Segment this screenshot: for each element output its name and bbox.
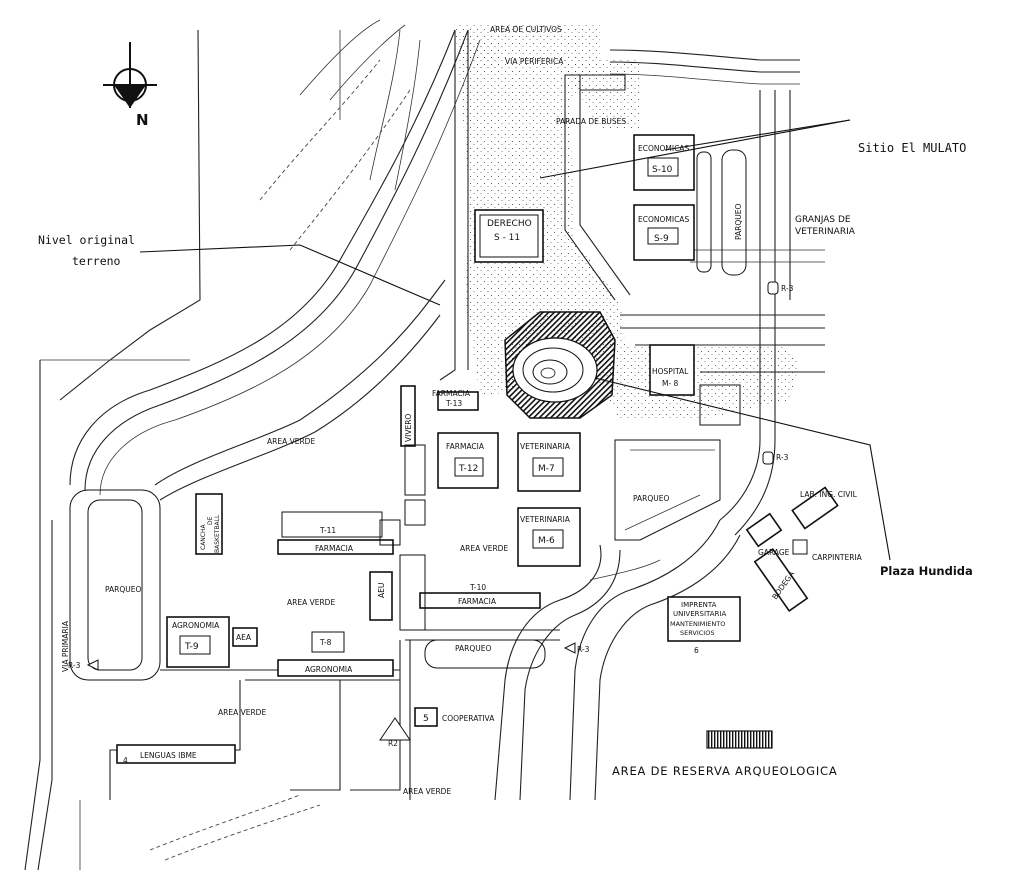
t11-code: T-11 xyxy=(319,526,336,535)
cancha-label-3: BASKETBALL xyxy=(214,514,221,553)
top-labels: AREA DE CULTIVOS VIA PERIFERICA PARADA D… xyxy=(61,25,626,672)
vet-m7-code: M-7 xyxy=(538,464,555,474)
area-verde-1: AREA VERDE xyxy=(267,437,315,446)
imprenta-line1: IMPRENTA xyxy=(681,601,717,609)
leader-lines xyxy=(139,119,891,561)
lenguas-label: LENGUAS IBME xyxy=(140,751,197,760)
econ2-name: ECONOMICAS xyxy=(638,215,689,224)
granjas-label-line1: GRANJAS DE xyxy=(795,215,851,225)
parking-lots xyxy=(69,149,747,681)
imprenta-line3: MANTENIMIENTO xyxy=(670,620,725,628)
road-markers xyxy=(86,281,779,741)
r3-label-d: R-3 xyxy=(68,661,81,670)
area-labels: AREA VERDE AREA VERDE AREA VERDE AREA VE… xyxy=(105,203,743,796)
north-label: N xyxy=(136,111,149,129)
hatch-swatch-icon xyxy=(706,730,773,749)
econ2-code: S-9 xyxy=(654,234,669,244)
legend: AREA DE RESERVA ARQUEOLOGICA xyxy=(612,730,838,778)
area-verde-3: AREA VERDE xyxy=(287,598,335,607)
farmacia-t12-name: FARMACIA xyxy=(446,442,485,451)
vet-m7-name: VETERINARIA xyxy=(520,442,571,451)
imprenta-num: 6 xyxy=(694,646,699,655)
road-labels: R-3 R-3 R-3 R-3 R2 xyxy=(68,284,794,748)
vivero-label: VIVERO xyxy=(404,414,413,442)
aeu-label: AEU xyxy=(377,583,386,598)
north-arrow-icon: N xyxy=(103,42,157,129)
imprenta-line2: UNIVERSITARIA xyxy=(673,610,726,618)
derecho-code: S - 11 xyxy=(494,233,520,243)
vet-m6-code: M-6 xyxy=(538,536,555,546)
agro-t9-name: AGRONOMIA xyxy=(172,621,220,630)
area-verde-2: AREA VERDE xyxy=(460,544,508,553)
derecho-name: DERECHO xyxy=(487,219,532,229)
lab-label: LAB. ING. CIVIL xyxy=(800,490,858,499)
econ1-name: ECONOMICAS xyxy=(638,144,689,153)
farmacia-t12-code: T-12 xyxy=(458,464,478,474)
agro-t9-code: T-9 xyxy=(184,642,199,652)
hospital-name: HOSPITAL xyxy=(652,367,689,376)
via-primaria-label: VIA PRIMARIA xyxy=(61,620,70,672)
lenguas-num: 4 xyxy=(123,756,128,765)
granjas-label-line2: VETERINARIA xyxy=(795,227,856,237)
farmacia-t13-code: T-13 xyxy=(445,399,462,408)
building-labels: DERECHO S - 11 ECONOMICAS S-10 ECONOMICA… xyxy=(123,144,863,765)
parada-label: PARADA DE BUSES xyxy=(556,117,626,126)
via-periferica-label: VIA PERIFERICA xyxy=(505,57,564,66)
annotations: Sitio El MULATO Nivel original terreno P… xyxy=(38,141,973,578)
cancha-label-2: DE xyxy=(207,516,214,525)
coop-label: COOPERATIVA xyxy=(442,714,495,723)
t11-name: FARMACIA xyxy=(315,544,354,553)
sitio-label: Sitio El MULATO xyxy=(858,141,966,155)
plaza-label: Plaza Hundida xyxy=(880,564,973,578)
t10-code: T-10 xyxy=(469,583,486,592)
t10-name: FARMACIA xyxy=(458,597,497,606)
r3-label-c: R-3 xyxy=(577,645,590,654)
hospital-code: M- 8 xyxy=(662,379,679,388)
aea-label: AEA xyxy=(236,633,252,642)
econ1-code: S-10 xyxy=(652,165,673,175)
cancha-label-1: CANCHA xyxy=(200,524,207,550)
parqueo-3: PARQUEO xyxy=(455,644,492,653)
legend-label: AREA DE RESERVA ARQUEOLOGICA xyxy=(612,764,838,778)
imprenta-line4: SERVICIOS xyxy=(680,629,714,637)
garage-label: GARAGE xyxy=(758,548,790,557)
vet-m6-name: VETERINARIA xyxy=(520,515,571,524)
farmacia-t13-name: FARMACIA xyxy=(432,389,471,398)
carpinteria-label: CARPINTERIA xyxy=(812,553,863,562)
t8-name: AGRONOMIA xyxy=(305,665,353,674)
nivel-label-line2: terreno xyxy=(72,254,121,268)
nivel-label-line1: Nivel original xyxy=(38,233,135,247)
r2-label: R2 xyxy=(388,739,398,748)
buildings xyxy=(116,134,839,764)
area-verde-4: AREA VERDE xyxy=(218,708,266,717)
t8-code: T-8 xyxy=(319,638,332,647)
r3-label-a: R-3 xyxy=(781,284,794,293)
r3-label-b: R-3 xyxy=(776,453,789,462)
parqueo-2: PARQUEO xyxy=(633,494,670,503)
parqueo-4: PARQUEO xyxy=(734,203,743,240)
area-verde-5: AREA VERDE xyxy=(403,787,451,796)
parqueo-1: PARQUEO xyxy=(105,585,142,594)
coop-num: 5 xyxy=(423,714,429,724)
cultivos-label: AREA DE CULTIVOS xyxy=(490,25,562,34)
plaza-hundida xyxy=(504,311,616,419)
